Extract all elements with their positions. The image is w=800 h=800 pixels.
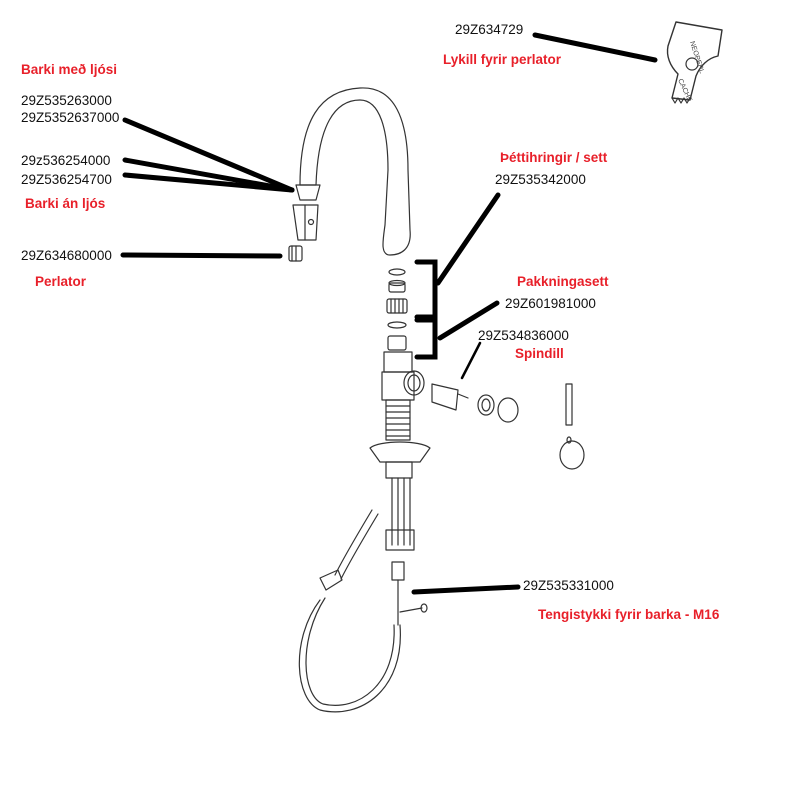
faucet-body-drawing: [369, 351, 431, 626]
bracket-gaskets: [414, 317, 438, 360]
label-barki-med-ljosi-part2: 29Z5352637000: [21, 110, 120, 125]
label-tengistykki-name: Tengistykki fyrir barka - M16: [538, 607, 720, 622]
hose-drawing: [298, 509, 401, 713]
label-tengistykki-part: 29Z535331000: [523, 578, 614, 593]
leader-line-perlator: [120, 252, 283, 259]
label-spindill-part: 29Z534836000: [478, 328, 569, 343]
label-thettihringir-name: Þéttihringir / sett: [500, 150, 608, 165]
label-barki-med-ljosi-part1: 29Z535263000: [21, 93, 112, 108]
label-pakkningasett-part: 29Z601981000: [505, 296, 596, 311]
leader-line-barki-med-ljosi: [122, 117, 295, 193]
spout-drawing: [295, 87, 411, 256]
bracket-seals: [414, 259, 438, 320]
label-barki-an-ljos-name: Barki án ljós: [25, 196, 106, 211]
aerator-key-drawing: [666, 21, 723, 104]
spray-head-drawing: [292, 204, 319, 241]
cartridge-drawing: [431, 383, 585, 470]
leader-line-barki-an-ljos-2: [122, 172, 295, 193]
label-barki-med-ljosi-name: Barki með ljósi: [21, 62, 118, 77]
label-lykill-name: Lykill fyrir perlator: [443, 52, 562, 67]
label-perlator-part: 29Z634680000: [21, 248, 112, 263]
seal-stack-drawing: [386, 268, 408, 351]
label-lykill-part: 29Z634729: [455, 22, 524, 37]
leader-line-lykill: [532, 32, 658, 63]
leader-line-pakkningasett: [437, 300, 500, 341]
label-perlator-name: Perlator: [35, 274, 87, 289]
label-spindill-name: Spindill: [515, 346, 564, 361]
label-thettihringir-part: 29Z535342000: [495, 172, 586, 187]
label-barki-an-ljos-part2: 29Z536254700: [21, 172, 112, 187]
leader-line-spindill: [460, 341, 482, 380]
leader-line-tengistykki: [411, 584, 521, 595]
leader-line-thettihringir: [435, 192, 501, 286]
label-barki-an-ljos-part1: 29z536254000: [21, 153, 111, 168]
label-pakkningasett-name: Pakkningasett: [517, 274, 609, 289]
aerator-drawing: [288, 245, 303, 262]
